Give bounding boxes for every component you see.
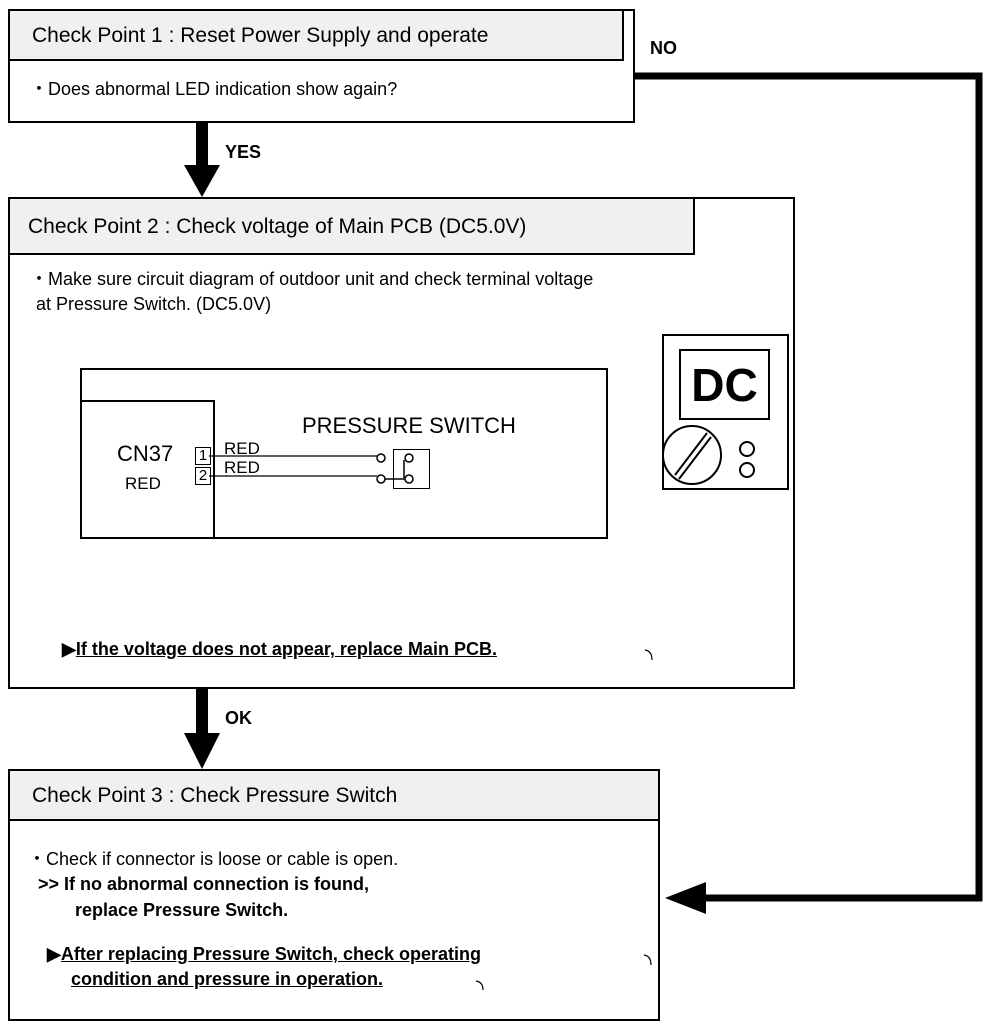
bullet-dot: ・ <box>30 79 48 99</box>
wire-2-label: RED <box>224 458 260 477</box>
check-point-3-bullet: ・Check if connector is loose or cable is… <box>28 849 399 869</box>
check-point-3-action-line1: >> If no abnormal connection is found, <box>38 874 370 894</box>
triangle-right-icon: ▶ <box>62 639 76 659</box>
switch-contacts <box>376 453 414 484</box>
check-point-1-header: Check Point 1 : Reset Power Supply and o… <box>8 9 624 61</box>
check-point-3-action-line2: replace Pressure Switch. <box>75 900 289 920</box>
check-point-1-bullet: ・Does abnormal LED indication show again… <box>30 77 397 101</box>
multimeter-jacks <box>739 441 755 478</box>
no-label: NO <box>650 38 677 58</box>
pcb-inner-board <box>80 400 215 539</box>
yes-arrow <box>184 123 220 197</box>
check-point-2-title: Check Point 2 : Check voltage of Main PC… <box>28 214 527 238</box>
connector-color-label: RED <box>125 474 161 493</box>
check-point-1-bullet-text: Does abnormal LED indication show again? <box>48 79 398 99</box>
yes-label: YES <box>225 142 262 162</box>
main-pcb-diagram <box>80 368 608 539</box>
check-point-3-note-line1: ▶After replacing Pressure Switch, check … <box>47 944 481 964</box>
check-point-2-bullet-line1: ・Make sure circuit diagram of outdoor un… <box>30 269 594 289</box>
wire-1-label: RED <box>224 439 260 458</box>
triangle-right-icon: ▶ <box>47 944 61 964</box>
underline-tails <box>475 649 653 991</box>
check-point-2-note: ▶If the voltage does not appear, replace… <box>62 637 497 661</box>
check-point-2-bullet-line2: at Pressure Switch. (DC5.0V) <box>36 294 272 314</box>
check-point-2-header: Check Point 2 : Check voltage of Main PC… <box>8 197 695 255</box>
multimeter-dc-label: DC <box>691 358 758 411</box>
check-point-1-title: Check Point 1 : Reset Power Supply and o… <box>32 23 489 47</box>
pressure-switch-box <box>393 449 430 489</box>
ok-arrow <box>184 689 220 769</box>
ok-label: OK <box>225 708 252 728</box>
check-point-2-note-text: If the voltage does not appear, replace … <box>75 639 497 659</box>
bullet-dot: ・ <box>30 269 48 289</box>
no-path-arrow <box>635 72 983 914</box>
connector-label: CN37 <box>117 441 174 466</box>
check-point-3-header: Check Point 3 : Check Pressure Switch <box>8 769 660 821</box>
bullet-dot: ・ <box>28 849 46 869</box>
check-point-3-note-line2: condition and pressure in operation. <box>71 969 384 989</box>
multimeter-dial <box>662 425 722 485</box>
check-point-3-title: Check Point 3 : Check Pressure Switch <box>32 783 398 807</box>
multimeter <box>662 334 789 490</box>
pressure-switch-label: PRESSURE SWITCH <box>302 413 516 438</box>
wires <box>209 455 377 477</box>
multimeter-display: DC <box>679 349 770 420</box>
